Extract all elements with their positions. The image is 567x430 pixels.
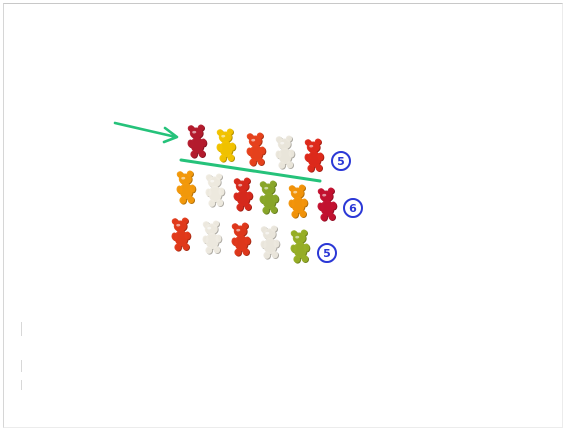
- count-badge: 6: [343, 198, 363, 218]
- gummy-bear: [232, 177, 254, 212]
- gummy-bear: [230, 222, 252, 257]
- gummy-bear: [316, 187, 338, 222]
- gummy-bear: [245, 132, 267, 167]
- gummy-bear: [204, 173, 226, 208]
- annotation-arrow: [115, 123, 177, 142]
- gummy-bear: [259, 225, 281, 260]
- gummy-bear: [215, 128, 237, 163]
- gummy-bear: [201, 220, 223, 255]
- bear-row: [170, 217, 311, 264]
- count-badge: 5: [317, 243, 337, 263]
- gummy-bear: [303, 138, 325, 173]
- gummy-bear: [186, 124, 208, 159]
- gummy-bear: [175, 170, 197, 205]
- gummy-bear: [170, 217, 192, 252]
- bear-row: [175, 170, 338, 222]
- bear-row: [186, 124, 325, 173]
- count-badge: 5: [331, 151, 351, 171]
- gummy-bear: [287, 184, 309, 219]
- gummy-bear: [274, 135, 296, 170]
- gummy-bear: [258, 180, 280, 215]
- gummy-bear: [289, 229, 311, 264]
